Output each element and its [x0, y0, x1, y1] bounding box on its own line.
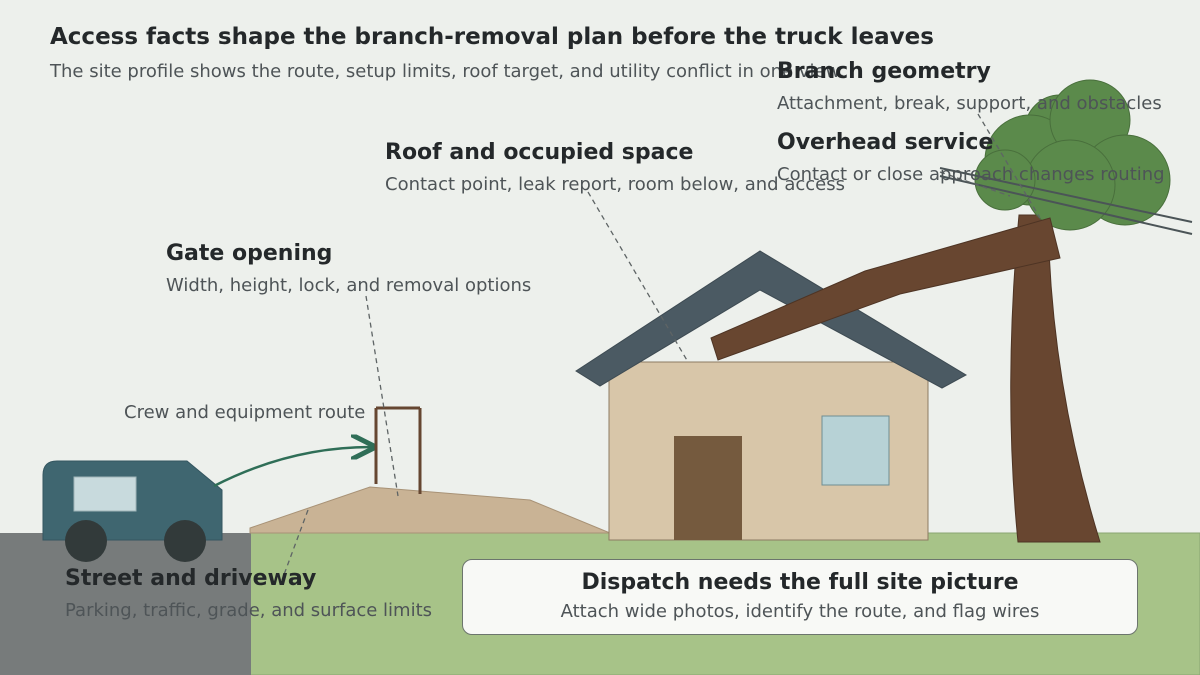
callout-branch-title: Branch geometry: [777, 59, 991, 84]
callout-street-title: Street and driveway: [65, 566, 317, 591]
callout-roof-title: Roof and occupied space: [385, 140, 694, 165]
callout-gate-desc: Width, height, lock, and removal options: [166, 275, 532, 296]
callout-service-desc: Contact or close approach changes routin…: [777, 164, 1165, 185]
route-arrow: [213, 447, 371, 488]
page-subtitle: The site profile shows the route, setup …: [50, 61, 845, 82]
broken-branch: [710, 217, 1061, 361]
callout-gate-title: Gate opening: [166, 241, 333, 266]
page-title: Access facts shape the branch-removal pl…: [50, 24, 934, 50]
truck-window: [73, 476, 137, 512]
house-door: [674, 436, 742, 540]
house-roof: [575, 250, 968, 389]
driveway-grade: [249, 486, 611, 534]
leader-roof: [587, 191, 689, 363]
house-window: [821, 415, 890, 486]
leader-street: [281, 509, 309, 581]
truck-wheel-rear: [65, 520, 107, 562]
overhead-service-wires: [939, 167, 1193, 235]
callout-roof-desc: Contact point, leak report, room below, …: [385, 174, 845, 195]
leader-branch: [977, 113, 1041, 219]
dispatch-panel-desc: Attach wide photos, identify the route, …: [560, 601, 1040, 622]
route-label: Crew and equipment route: [124, 402, 366, 423]
callout-branch-desc: Attachment, break, support, and obstacle…: [777, 93, 1162, 114]
service-truck: [42, 460, 223, 562]
truck-wheel-front: [164, 520, 206, 562]
dispatch-panel-title: Dispatch needs the full site picture: [581, 570, 1019, 595]
street: [0, 533, 251, 675]
leader-gate: [365, 295, 399, 497]
leader-service: [939, 171, 1011, 197]
dispatch-panel: Dispatch needs the full site picture Att…: [462, 559, 1138, 635]
house: [575, 250, 968, 541]
callout-service-title: Overhead service: [777, 130, 994, 155]
gate-frame: [374, 406, 422, 494]
callout-street-desc: Parking, traffic, grade, and surface lim…: [65, 600, 433, 621]
